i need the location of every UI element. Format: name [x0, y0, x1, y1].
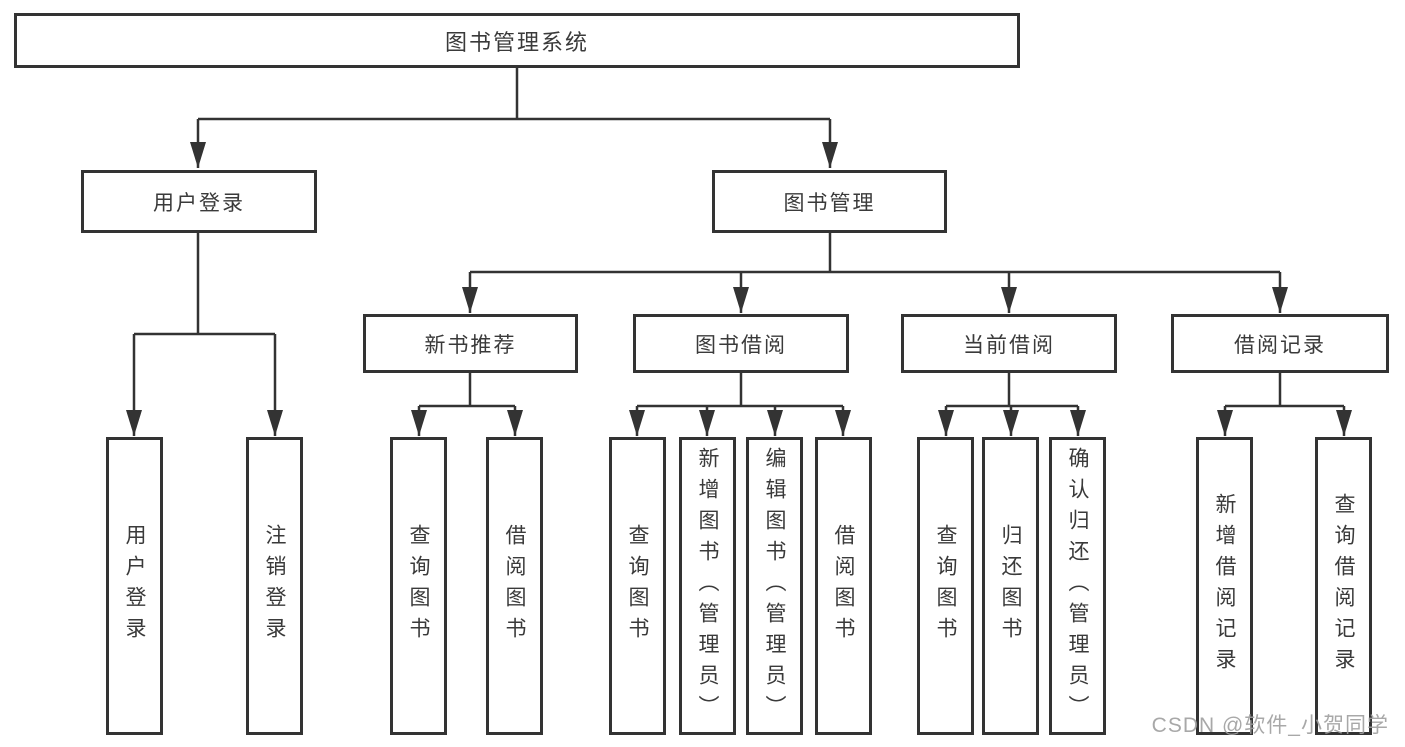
node-label: 查询图书: [407, 524, 430, 648]
node-label: 确认归还（管理员）: [1066, 446, 1089, 726]
node-label: 图书管理: [783, 191, 876, 215]
node-label: 新书推荐: [424, 333, 517, 357]
leaf-logout: 注销登录: [246, 437, 303, 735]
node-label: 用户登录: [123, 524, 146, 648]
node-label: 归还图书: [999, 524, 1022, 648]
leaf-query-books-current: 查询图书: [917, 437, 974, 735]
node-label: 注销登录: [263, 524, 286, 648]
node-label: 当前借阅: [963, 333, 1055, 357]
node-label: 编辑图书（管理员）: [763, 446, 786, 726]
arrowheads: [126, 142, 1352, 436]
node-label: 借阅图书: [832, 524, 855, 648]
node-label: 借阅图书: [503, 524, 526, 648]
leaf-borrow-books-recommend: 借阅图书: [486, 437, 543, 735]
node-label: 借阅记录: [1234, 333, 1326, 357]
node-new-book-recommend: 新书推荐: [363, 314, 578, 373]
node-label: 查询图书: [626, 524, 649, 648]
node-root-system: 图书管理系统: [14, 13, 1020, 68]
node-label: 图书管理系统: [444, 29, 589, 55]
node-borrowing-records: 借阅记录: [1171, 314, 1389, 373]
csdn-watermark: CSDN @软件_小贺同学: [1151, 714, 1389, 737]
node-label: 查询图书: [934, 524, 957, 648]
node-book-borrowing: 图书借阅: [633, 314, 849, 373]
leaf-query-borrow-record: 查询借阅记录: [1315, 437, 1372, 735]
leaf-user-login: 用户登录: [106, 437, 163, 735]
leaf-query-books-borrowing: 查询图书: [609, 437, 666, 735]
node-label: 查询借阅记录: [1332, 493, 1355, 679]
leaf-add-books-admin: 新增图书（管理员）: [679, 437, 736, 735]
node-user-login: 用户登录: [81, 170, 317, 233]
node-label: 新增图书（管理员）: [696, 446, 719, 726]
node-book-management: 图书管理: [712, 170, 947, 233]
leaf-query-books-recommend: 查询图书: [390, 437, 447, 735]
node-label: 用户登录: [153, 191, 245, 215]
leaf-add-borrow-record: 新增借阅记录: [1196, 437, 1253, 735]
node-current-borrowing: 当前借阅: [901, 314, 1117, 373]
leaf-confirm-return-admin: 确认归还（管理员）: [1049, 437, 1106, 735]
leaf-edit-books-admin: 编辑图书（管理员）: [746, 437, 803, 735]
leaf-borrow-books: 借阅图书: [815, 437, 872, 735]
node-label: 新增借阅记录: [1213, 493, 1236, 679]
node-label: 图书借阅: [695, 333, 787, 357]
leaf-return-books: 归还图书: [982, 437, 1039, 735]
